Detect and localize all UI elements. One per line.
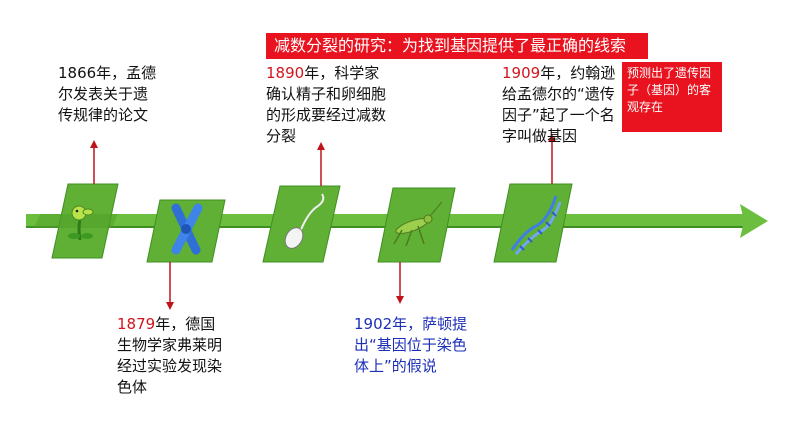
node-panel-5 (493, 183, 573, 263)
node-panel-3 (262, 185, 341, 263)
grasshopper-icon (393, 201, 443, 247)
pea-plant-icon (68, 205, 94, 241)
connector-1879 (166, 262, 174, 310)
connector-1909 (548, 134, 556, 184)
section-banner: 减数分裂的研究：为找到基因提供了最正确的线索 (266, 33, 648, 59)
connector-1902 (396, 262, 404, 304)
connector-1890 (317, 142, 325, 186)
timeline-arrowhead (740, 204, 768, 238)
event-1909-description: 年，约翰逊给孟德尔的“遗传因子”起了一个名字叫做基因 (502, 64, 616, 145)
event-1866-text: 1866年，孟德尔发表关于遗传规律的论文 (58, 64, 157, 124)
dna-helix-icon (510, 195, 562, 255)
event-1879-year: 1879 (117, 315, 156, 333)
node-panel-1 (34, 183, 119, 259)
event-1890-description: 年，科学家确认精子和卵细胞的形成要经过减数分裂 (266, 64, 387, 145)
sperm-icon (284, 193, 325, 249)
event-1890-year: 1890 (266, 64, 305, 82)
event-1879-text: 1879年，德国生物学家弗莱明经过实验发现染色体 (117, 314, 227, 398)
chromosome-icon (171, 203, 203, 255)
event-1909-text: 1909年，约翰逊给孟德尔的“遗传因子”起了一个名字叫做基因 (502, 63, 620, 147)
connector-1866 (90, 140, 98, 184)
gene-prediction-note: 预测出了遗传因子（基因）的客观存在 (622, 62, 722, 132)
event-1902-text: 1902年，萨顿提出“基因位于染色体上”的假说 (354, 315, 468, 375)
event-1890-text: 1890年，科学家确认精子和卵细胞的形成要经过减数分裂 (266, 63, 386, 147)
event-1909-year: 1909 (502, 64, 541, 82)
event-1879-description: 年，德国生物学家弗莱明经过实验发现染色体 (117, 315, 223, 396)
